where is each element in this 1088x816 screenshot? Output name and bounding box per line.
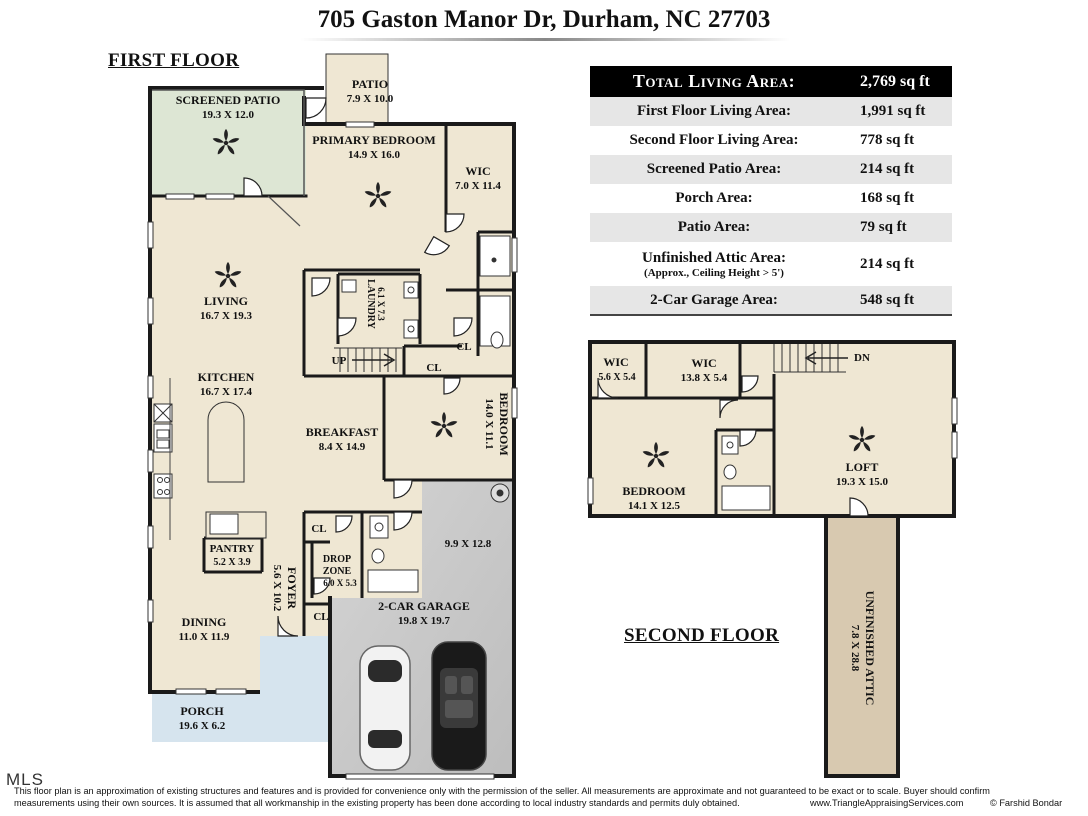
laundry-label: LAUNDRY	[365, 279, 376, 329]
area-row-value: 168 sq ft	[860, 190, 915, 206]
area-row-value: 778 sq ft	[860, 132, 915, 148]
foyer-label: FOYER	[285, 567, 299, 609]
area-row-label: Patio Area:	[590, 213, 838, 242]
screened-patio-label: SCREENED PATIO	[176, 93, 281, 107]
area-row-value: 214 sq ft	[860, 255, 915, 272]
patio-area	[325, 53, 389, 125]
website-credit: www.TriangleAppraisingServices.com	[810, 798, 964, 808]
wic-small-label: WIC	[603, 355, 628, 369]
garage-label: 2-CAR GARAGE	[378, 599, 470, 613]
stairs-up-label: UP	[332, 355, 347, 367]
area-row-label: Second Floor Living Area:	[629, 132, 799, 148]
first-floor-title: FIRST FLOOR	[108, 50, 240, 71]
area-row-value: 548 sq ft	[838, 286, 952, 315]
area-row: 2-Car Garage Area: 548 sq ft	[590, 286, 952, 315]
porch-label: PORCH	[180, 704, 224, 718]
area-row: First Floor Living Area: 1,991 sq ft	[590, 97, 952, 126]
living-dims: 16.7 X 19.3	[200, 310, 252, 322]
porch-step-area	[260, 636, 328, 694]
disclaimer-line-2: measurements using their own sources. It…	[14, 798, 740, 808]
second-floor-title: SECOND FLOOR	[624, 625, 780, 646]
wic-second-label: WIC	[691, 356, 716, 370]
porch-dims: 19.6 X 6.2	[179, 720, 226, 732]
wic-label: WIC	[465, 164, 490, 178]
breakfast-label: BREAKFAST	[306, 425, 378, 439]
area-row: Screened Patio Area: 214 sq ft	[590, 155, 952, 184]
wic-second-dims: 13.8 X 5.4	[681, 372, 728, 384]
wic-small-dims: 5.6 X 5.4	[598, 372, 635, 383]
attic-area	[826, 514, 898, 776]
closet-label: CL	[313, 611, 328, 623]
area-row: Patio Area: 79 sq ft	[590, 213, 952, 242]
bedroom-second-dims: 14.1 X 12.5	[628, 500, 680, 512]
primary-bedroom-dims: 14.9 X 16.0	[348, 149, 400, 161]
drop-zone-label: DROP	[323, 554, 351, 565]
area-summary-table: Total Living Area: 2,769 sq ft First Flo…	[590, 66, 952, 315]
attic-label: UNFINISHED ATTIC	[863, 591, 877, 706]
dining-dims: 11.0 X 11.9	[179, 631, 230, 643]
drop-zone-dims: 6.0 X 5.3	[323, 578, 357, 588]
patio-dims: 7.9 X 10.0	[347, 93, 394, 105]
area-row-label: Unfinished Attic Area: (Approx., Ceiling…	[590, 242, 838, 286]
stairs-down-label: DN	[854, 352, 870, 364]
closet-label: CL	[311, 523, 326, 535]
area-row-value: 1,991 sq ft	[838, 97, 952, 126]
bedroom-dims: 14.0 X 11.1	[483, 398, 495, 449]
property-address: 705 Gaston Manor Dr, Durham, NC 27703	[317, 6, 771, 33]
garage-dims: 19.8 X 19.7	[398, 615, 450, 627]
primary-bedroom-label: PRIMARY BEDROOM	[312, 133, 435, 147]
attic-area-note: (Approx., Ceiling Height > 5')	[644, 266, 784, 279]
dining-label: DINING	[182, 615, 227, 629]
garage-nook-dims: 9.9 X 12.8	[445, 538, 492, 550]
loft-label: LOFT	[846, 460, 879, 474]
area-row-value: 79 sq ft	[838, 213, 952, 242]
white-car-icon	[359, 645, 411, 771]
wic-dims: 7.0 X 11.4	[455, 180, 501, 192]
bedroom-second-label: BEDROOM	[622, 484, 685, 498]
address-underline	[300, 38, 790, 41]
first-floor-interior	[152, 124, 514, 690]
second-floor-interior	[592, 342, 952, 514]
black-car-icon	[431, 641, 487, 771]
area-row: Porch Area: 168 sq ft	[590, 184, 952, 213]
area-row-value: 214 sq ft	[838, 155, 952, 184]
attic-area-label: Unfinished Attic Area:	[642, 249, 786, 266]
pantry-dims: 5.2 X 3.9	[213, 557, 250, 568]
total-area-value: 2,769 sq ft	[838, 66, 952, 97]
foyer-dims: 5.6 X 10.2	[271, 565, 283, 612]
closet-label: CL	[426, 362, 441, 374]
screened-patio-dims: 19.3 X 12.0	[202, 109, 254, 121]
kitchen-dims: 16.7 X 17.4	[200, 386, 252, 398]
laundry-dims: 6.1 X 7.3	[376, 287, 386, 321]
area-row: Unfinished Attic Area: (Approx., Ceiling…	[590, 242, 952, 286]
area-row-label: 2-Car Garage Area:	[590, 286, 838, 315]
pantry-label: PANTRY	[210, 543, 255, 555]
disclaimer-line-1: This floor plan is an approximation of e…	[14, 786, 990, 796]
copyright-credit: © Farshid Bondar	[990, 798, 1063, 808]
area-row-label: First Floor Living Area:	[590, 97, 838, 126]
area-row: Second Floor Living Area: 778 sq ft	[590, 126, 952, 155]
mls-logo: MLS	[6, 770, 44, 789]
drop-zone-label-2: ZONE	[323, 566, 352, 577]
living-label: LIVING	[204, 294, 248, 308]
attic-dims: 7.8 X 28.8	[849, 625, 861, 672]
screened-patio-area	[152, 90, 306, 196]
loft-dims: 19.3 X 15.0	[836, 476, 888, 488]
total-area-label: Total Living Area:	[590, 66, 838, 97]
closet-label: CL	[456, 341, 471, 353]
patio-label: PATIO	[352, 77, 388, 91]
total-area-row: Total Living Area: 2,769 sq ft	[590, 66, 952, 97]
area-row-label: Screened Patio Area:	[590, 155, 838, 184]
table-bottom-rule	[590, 314, 952, 316]
bedroom-label: BEDROOM	[497, 392, 511, 455]
kitchen-label: KITCHEN	[198, 370, 255, 384]
area-row-label: Porch Area:	[675, 190, 753, 206]
breakfast-dims: 8.4 X 14.9	[319, 441, 366, 453]
